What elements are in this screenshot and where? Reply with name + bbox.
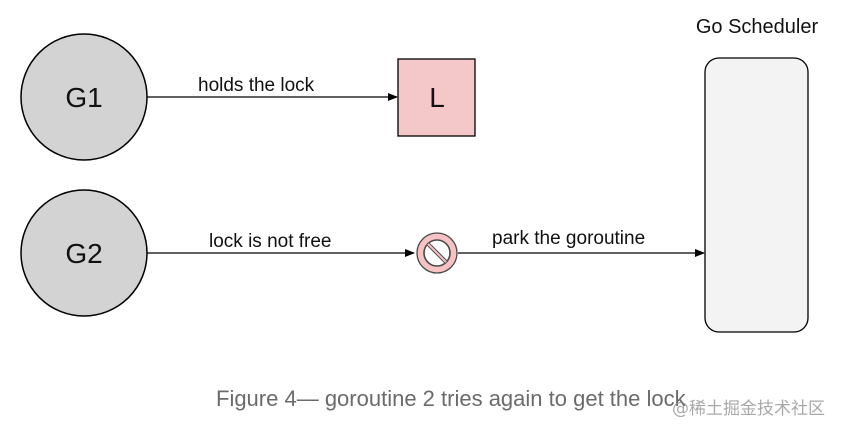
scheduler-box [704, 57, 809, 333]
watermark-text: @稀土掘金技术社区 [672, 399, 825, 419]
edge-label-lock-not-free: lock is not free [209, 231, 332, 252]
edge-label-holds-lock: holds the lock [198, 75, 315, 96]
goroutine-g1-node: G1 [20, 33, 148, 161]
scheduler-title: Go Scheduler [696, 16, 819, 38]
lock-node: L [397, 58, 476, 137]
goroutine-g2-label: G2 [65, 238, 102, 269]
goroutine-g2-node: G2 [20, 189, 148, 317]
edge-label-park-goroutine: park the goroutine [492, 228, 645, 249]
no-entry-icon [416, 232, 458, 274]
goroutine-g1-label: G1 [65, 82, 102, 113]
figure-caption: Figure 4— goroutine 2 tries again to get… [216, 386, 686, 411]
lock-label: L [429, 82, 445, 113]
